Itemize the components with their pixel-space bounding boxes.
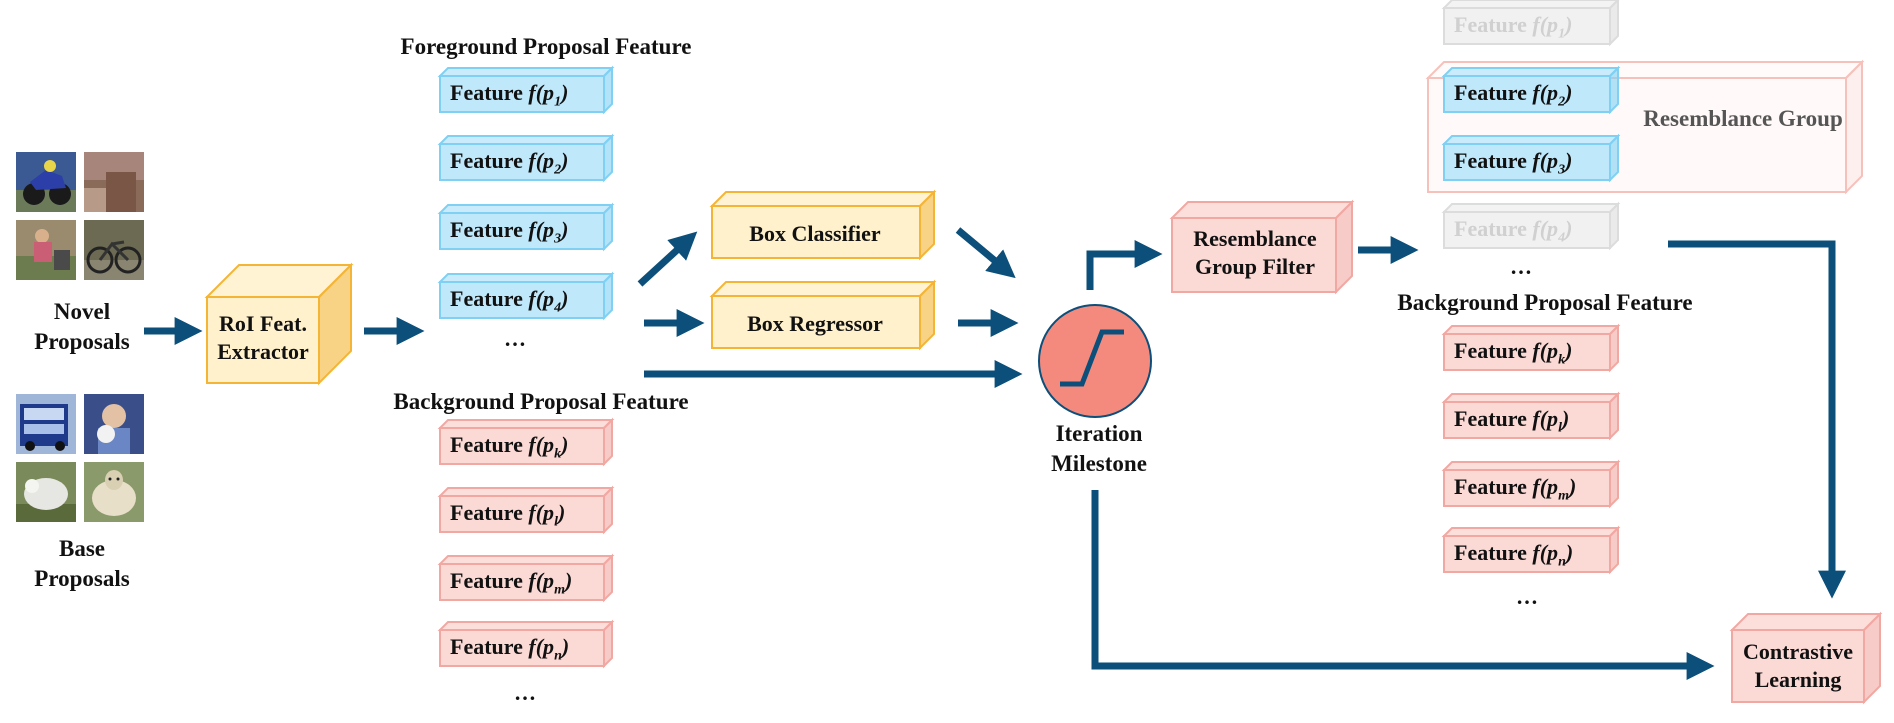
right-foreground-feature-4-label: Feature f(p4): [1454, 216, 1573, 246]
iteration-milestone-node: [1038, 304, 1152, 418]
novel-proposal-image-motorbike: [16, 152, 76, 212]
right-background-feature-n-label: Feature f(pn): [1454, 540, 1574, 570]
contrastive-learning-box: [1729, 611, 1883, 705]
base-proposal-image-sheep: [84, 462, 144, 522]
contrastive-learning-label: Contrastive Learning: [1732, 630, 1864, 702]
arrow-to-classifier: [637, 231, 698, 287]
background-feature-k-label: Feature f(pk): [450, 432, 569, 462]
arrow-classifier-to-milestone: [955, 227, 1016, 279]
background-feature-m-box: [437, 553, 615, 603]
roi-feature-extractor-label: RoI Feat. Extractor: [207, 297, 319, 379]
novel-proposal-image-bicycle: [84, 220, 144, 280]
roi-extractor-line2: Extractor: [217, 339, 309, 364]
background-feature-k-box: [437, 417, 615, 467]
contrastive-line2: Learning: [1754, 667, 1842, 692]
base-proposal-image-bus: [16, 394, 76, 454]
background-feature-n-label: Feature f(pn): [450, 634, 570, 664]
resemblance-filter-box: [1169, 199, 1355, 295]
box-regressor-label: Box Regressor: [747, 311, 883, 336]
right-background-feature-k-label: Feature f(pk): [1454, 338, 1573, 368]
right-background-feature-l-label: Feature f(pl): [1454, 406, 1570, 436]
right-background-ellipsis: …: [1516, 584, 1542, 609]
foreground-feature-4-label: Feature f(p4): [450, 286, 569, 316]
foreground-feature-3-box: [437, 202, 615, 252]
base-proposal-image-bird: [16, 462, 76, 522]
foreground-feature-2-label: Feature f(p2): [450, 148, 569, 178]
right-foreground-feature-1-box: [1441, 0, 1620, 47]
right-foreground-feature-1-label: Feature f(p1): [1454, 12, 1573, 42]
roi-feature-extractor-box: [204, 262, 354, 386]
base-proposal-image-person-dog: [84, 394, 144, 454]
right-foreground-feature-2-box: [1441, 65, 1621, 115]
right-background-feature-l-box: [1441, 391, 1621, 441]
foreground-feature-3-label: Feature f(p3): [450, 217, 569, 247]
resemblance-group-label: Resemblance Group: [1643, 106, 1843, 131]
right-foreground-feature-3-box: [1441, 133, 1621, 183]
milestone-line1: Iteration: [1055, 421, 1143, 446]
foreground-feature-4-box: [437, 271, 615, 321]
arrow-features-to-contrastive: [1668, 240, 1846, 599]
right-foreground-feature-4-box: [1441, 201, 1621, 251]
iteration-milestone-label: Iteration Milestone: [1036, 419, 1162, 479]
foreground-feature-2-box: [437, 133, 615, 183]
novel-proposal-image-person: [16, 220, 76, 280]
novel-proposals-label: Novel Proposals: [22, 297, 142, 357]
right-foreground-ellipsis: …: [1510, 254, 1536, 279]
background-feature-l-box: [437, 485, 615, 535]
arrow-milestone-to-contrastive: [1091, 490, 1715, 680]
box-classifier-box: [709, 189, 937, 261]
right-background-feature-n-box: [1441, 525, 1621, 575]
right-background-feature-k-box: [1441, 323, 1621, 373]
step-function-icon: [1060, 329, 1124, 387]
box-regressor-box: [709, 279, 937, 351]
novel-proposal-image-sofa: [84, 152, 144, 212]
resemblance-filter-label: Resemblance Group Filter: [1172, 218, 1338, 288]
novel-proposals-line2: Proposals: [34, 329, 130, 354]
right-background-feature-m-box: [1441, 459, 1621, 509]
foreground-feature-1-box: [437, 65, 615, 115]
right-foreground-feature-2-label: Feature f(p2): [1454, 80, 1573, 110]
right-background-title: Background Proposal Feature: [1397, 290, 1693, 315]
base-proposals-line1: Base: [59, 536, 105, 561]
novel-proposals-line1: Novel: [53, 299, 111, 324]
foreground-title: Foreground Proposal Feature: [400, 34, 692, 59]
background-feature-m-label: Feature f(pm): [450, 568, 573, 598]
base-proposals-line2: Proposals: [34, 566, 130, 591]
right-foreground-feature-3-label: Feature f(p3): [1454, 148, 1573, 178]
contrastive-line1: Contrastive: [1743, 639, 1853, 664]
filter-line2: Group Filter: [1195, 254, 1315, 279]
foreground-ellipsis: …: [504, 326, 530, 351]
background-feature-n-box: [437, 619, 615, 669]
milestone-line2: Milestone: [1051, 451, 1147, 476]
foreground-feature-1-label: Feature f(p1): [450, 80, 569, 110]
background-ellipsis: …: [514, 680, 540, 705]
right-background-feature-m-label: Feature f(pm): [1454, 474, 1577, 504]
arrow-milestone-to-filter: [1086, 240, 1163, 290]
background-feature-l-label: Feature f(pl): [450, 500, 566, 530]
box-classifier-label: Box Classifier: [749, 221, 881, 246]
base-proposals-label: Base Proposals: [22, 534, 142, 594]
roi-extractor-line1: RoI Feat.: [219, 311, 307, 336]
filter-line1: Resemblance: [1193, 226, 1317, 251]
background-title: Background Proposal Feature: [393, 389, 689, 414]
